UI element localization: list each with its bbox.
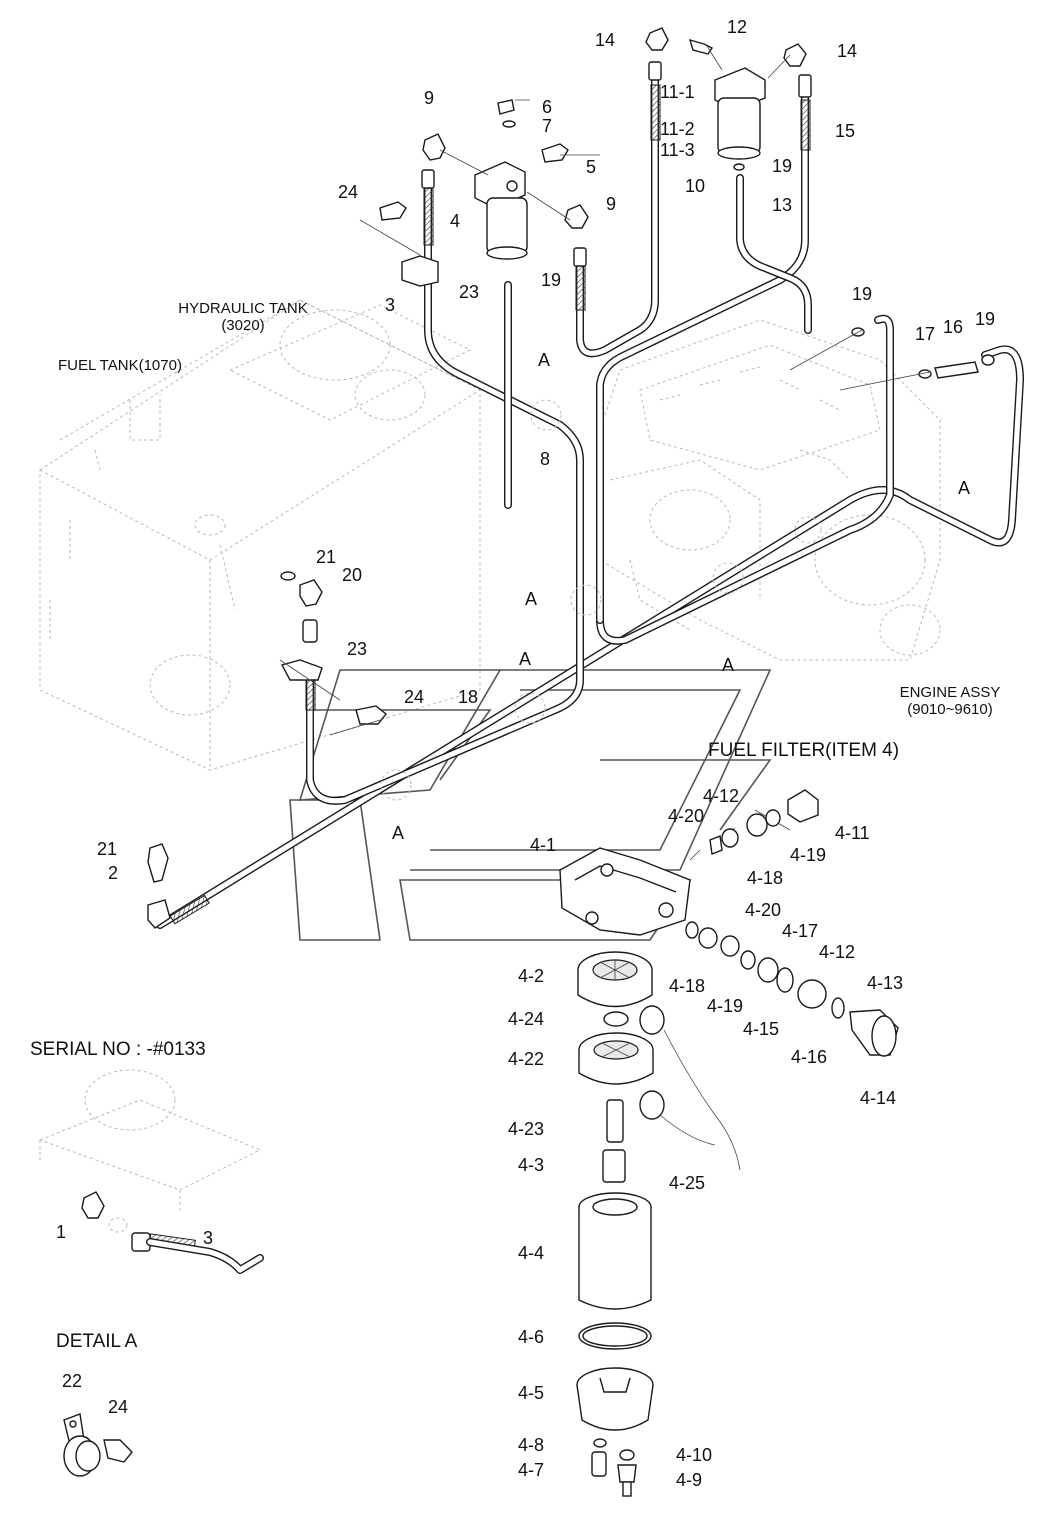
serial-inset-drawing — [38, 1069, 264, 1274]
callout-label: 4-15 — [743, 1019, 780, 1039]
callout-label: 11-3 — [660, 140, 695, 160]
hydraulic-tank-title: HYDRAULIC TANK — [178, 300, 308, 317]
callout-label: A — [525, 589, 538, 609]
detail-a-caption: DETAIL A — [56, 1331, 138, 1352]
engine-assy-caption: ENGINE ASSY (9010~9610) — [888, 684, 1012, 719]
callout-label: 4-11 — [835, 823, 870, 843]
callout-label: 9 — [424, 88, 435, 108]
callout-label: 9 — [606, 194, 617, 214]
callout-label: 22 — [62, 1371, 83, 1391]
callout-label: 7 — [542, 116, 553, 136]
callout-label: 4-1 — [530, 835, 557, 855]
callout-label: 4-19 — [707, 996, 744, 1016]
callout-label: 2 — [108, 863, 119, 883]
callout-label: 20 — [342, 565, 363, 585]
callout-label: 21 — [97, 839, 118, 859]
fuel-tank-outline — [39, 299, 481, 771]
callout-label: 4-14 — [860, 1088, 897, 1108]
callout-label: 4-3 — [518, 1155, 545, 1175]
callout-label: A — [538, 350, 551, 370]
callout-label: 4-22 — [508, 1049, 545, 1069]
hydraulic-tank-number: (3020) — [221, 317, 265, 335]
callout-label: 12 — [727, 17, 748, 37]
callout-label: 4-10 — [676, 1445, 713, 1465]
callout-label: 4-5 — [518, 1383, 545, 1403]
callout-label: 23 — [459, 282, 480, 302]
callout-label: 17 — [915, 324, 936, 344]
fuel-tank-caption: FUEL TANK(1070) — [58, 357, 182, 374]
engine-assy-title: ENGINE ASSY — [899, 684, 1001, 701]
callout-label: 11-1 — [660, 82, 695, 102]
fuel-filter-assembly — [559, 789, 899, 1497]
callout-label: 19 — [772, 156, 793, 176]
callout-label: 4-20 — [745, 900, 782, 920]
callout-label: A — [958, 478, 971, 498]
callout-label: A — [519, 649, 532, 669]
water-separator-right — [714, 67, 766, 171]
callout-label: A — [722, 655, 735, 675]
callout-label: 14 — [595, 30, 616, 50]
callout-label: 4-18 — [669, 976, 706, 996]
callout-label: 3 — [385, 295, 396, 315]
fittings — [147, 27, 995, 929]
callout-label: 21 — [316, 547, 337, 567]
callout-label: 6 — [542, 97, 553, 117]
callout-label: 16 — [943, 317, 964, 337]
callout-label: 4-23 — [508, 1119, 545, 1139]
callout-label: 18 — [458, 687, 479, 707]
callout-label: 11-2 — [660, 119, 695, 139]
callout-label: 4-12 — [703, 786, 740, 806]
water-separator-left — [474, 99, 528, 260]
callout-label: 19 — [852, 284, 873, 304]
callout-label: 4-13 — [867, 973, 904, 993]
callout-label: 23 — [347, 639, 368, 659]
callout-label: 4 — [450, 211, 461, 231]
callout-label: 4-19 — [790, 845, 827, 865]
callout-label: 8 — [540, 449, 551, 469]
callout-label: 24 — [338, 182, 359, 202]
callout-label: 19 — [975, 309, 996, 329]
callout-label: 4-4 — [518, 1243, 545, 1263]
callout-label: 15 — [835, 121, 856, 141]
callout-label: 4-7 — [518, 1460, 545, 1480]
callout-label: 4-8 — [518, 1435, 545, 1455]
callout-label: 13 — [772, 195, 793, 215]
callout-label: 24 — [404, 687, 425, 707]
hose-hatching — [148, 84, 811, 1250]
callout-label: 14 — [837, 41, 858, 61]
callout-label: 4-24 — [508, 1009, 545, 1029]
callout-label: 3 — [203, 1228, 214, 1248]
hydraulic-tank-caption: HYDRAULIC TANK (3020) — [170, 300, 316, 335]
detail-a-markers — [380, 399, 822, 801]
callout-label: 5 — [586, 157, 597, 177]
callout-label: A — [392, 823, 405, 843]
callout-label: 4-18 — [747, 868, 784, 888]
callout-label: 4-16 — [791, 1047, 828, 1067]
callout-label: 4-6 — [518, 1327, 545, 1347]
fuel-filter-caption: FUEL FILTER(ITEM 4) — [708, 740, 900, 761]
callout-label: 4-12 — [819, 942, 856, 962]
callout-label: 1 — [56, 1222, 67, 1242]
engine-assy-number: (9010~9610) — [907, 701, 993, 719]
callout-label: 4-25 — [669, 1173, 706, 1193]
callout-label: 4-17 — [782, 921, 819, 941]
callout-label: 10 — [685, 176, 706, 196]
callout-label: 19 — [541, 270, 562, 290]
detail-a-clamp — [63, 1413, 133, 1477]
fuel-lines — [156, 66, 1024, 929]
callout-label: 24 — [108, 1397, 129, 1417]
callout-label: 4-9 — [676, 1470, 703, 1490]
callout-label: 4-20 — [668, 806, 705, 826]
serial-no-caption: SERIAL NO : -#0133 — [30, 1039, 206, 1060]
callout-label: 4-2 — [518, 966, 545, 986]
